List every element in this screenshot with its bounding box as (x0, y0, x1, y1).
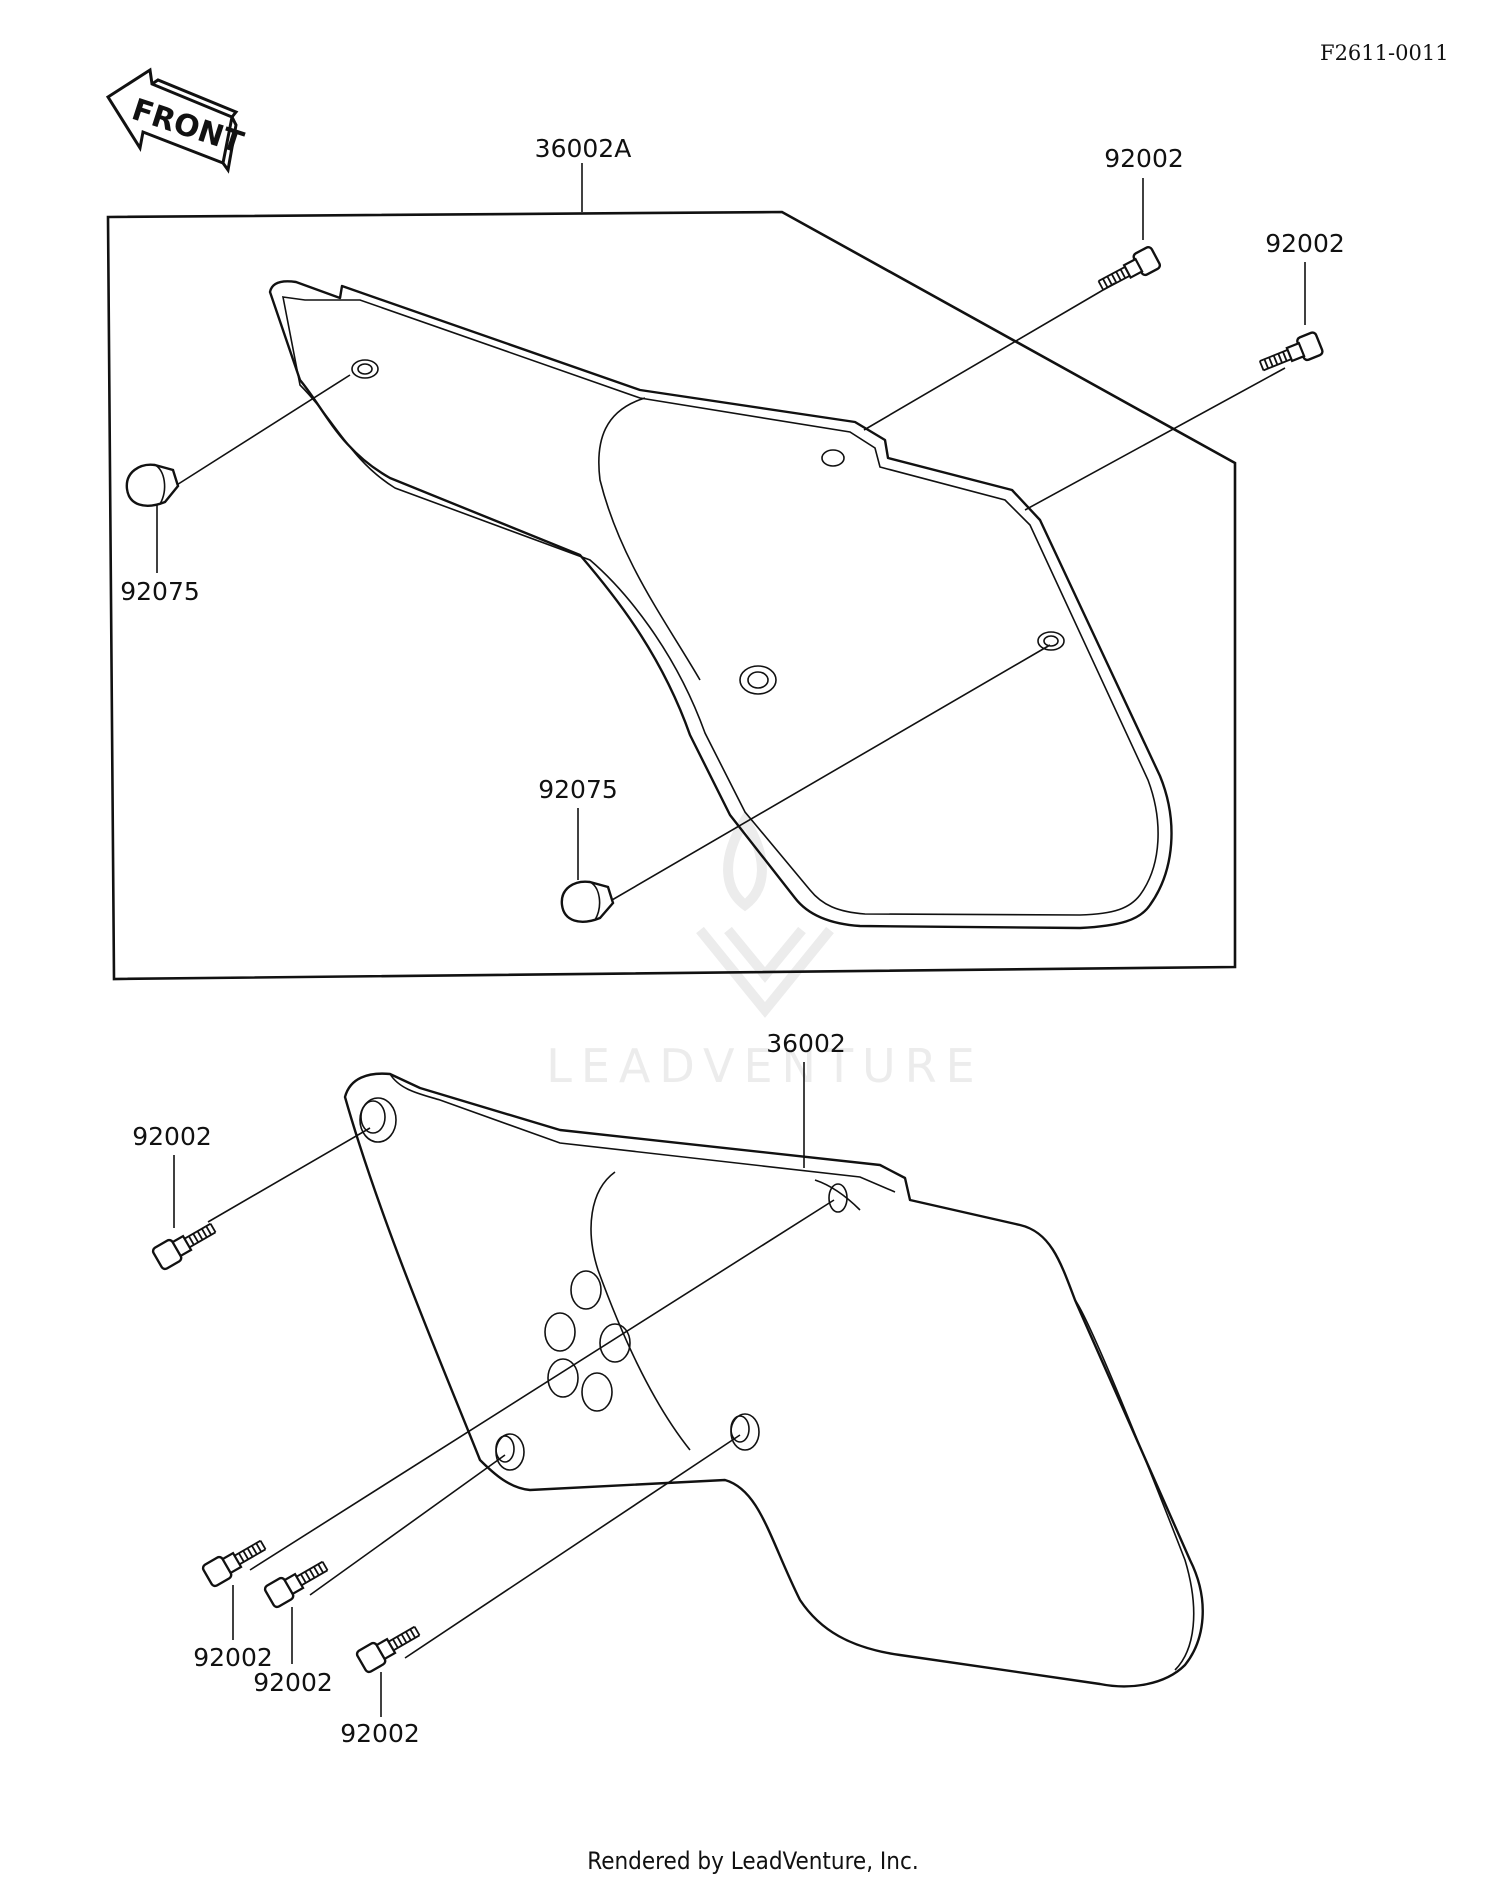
watermark-logo-icon (696, 810, 834, 1018)
label-36002A: 36002A (535, 134, 632, 163)
label-36002: 36002 (766, 1029, 846, 1058)
leader-lines-upper (171, 282, 1286, 901)
label-bolt-bottom-3: 92002 (340, 1719, 420, 1748)
front-arrow-icon: FRONT (105, 67, 248, 174)
side-cover-upper (268, 280, 1173, 930)
watermark: LEADVENTURE (546, 810, 984, 1093)
diagram-code: F2611-0011 (1320, 41, 1449, 65)
bolt-top-2-icon (1258, 331, 1324, 372)
label-bolt-top-1: 92002 (1104, 144, 1184, 173)
watermark-text: LEADVENTURE (546, 1039, 984, 1093)
clip-left-icon (125, 463, 180, 507)
label-bolt-bottom-2: 92002 (253, 1668, 333, 1697)
label-clip-left: 92075 (120, 577, 200, 606)
bolt-left-icon (151, 1222, 217, 1271)
footer-credit: Rendered by LeadVenture, Inc. (587, 1847, 918, 1875)
bolt-bottom-3-icon (355, 1625, 421, 1674)
label-bolt-top-2: 92002 (1265, 229, 1345, 258)
bolt-top-1-icon (1097, 245, 1162, 291)
bolt-bottom-2-icon (263, 1560, 329, 1609)
label-clip-center: 92075 (538, 775, 618, 804)
leader-lines-lower (207, 1127, 835, 1659)
label-bolt-left: 92002 (132, 1122, 212, 1151)
kit-box: 36002A (106, 134, 1237, 981)
side-cover-lower (343, 1072, 1204, 1688)
label-bolt-bottom-1: 92002 (193, 1643, 273, 1672)
clip-center-icon (560, 880, 615, 923)
bolt-bottom-1-icon (201, 1539, 267, 1588)
